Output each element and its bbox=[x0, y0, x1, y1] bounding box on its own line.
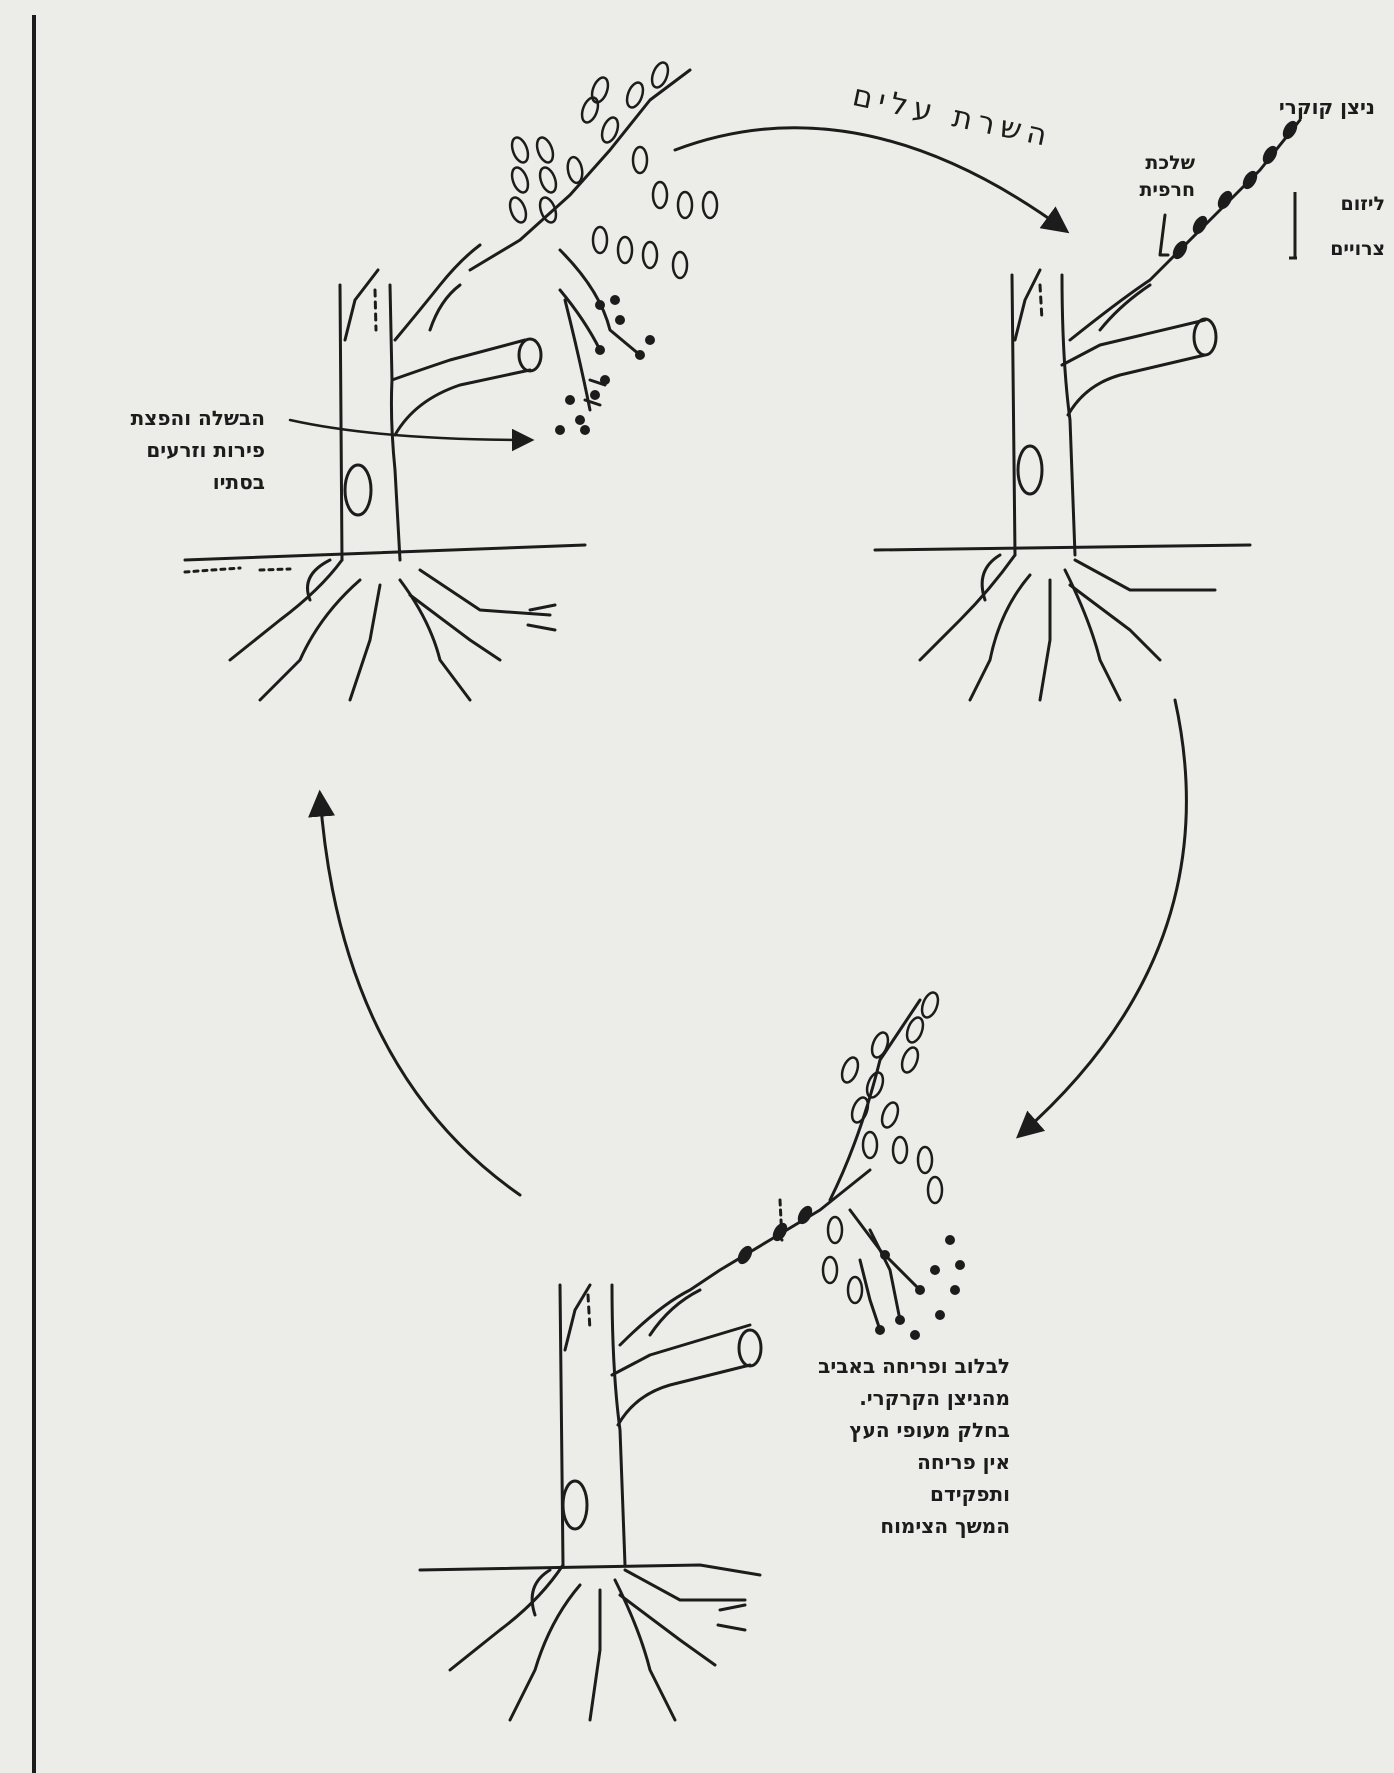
dormancy-bracket bbox=[1285, 190, 1305, 260]
dormancy-label-top: ליזום bbox=[1310, 190, 1385, 219]
cycle-arrows bbox=[320, 128, 1186, 1195]
dormancy-label-bottom: צרויים bbox=[1300, 235, 1385, 264]
autumn-fruit-label: הבשלה והפצת פירות וזרעים בסתיו bbox=[60, 402, 265, 498]
winter-leaf-drop-label: שלכת חרפית bbox=[1075, 150, 1195, 203]
arrow-winter-to-spring bbox=[1020, 700, 1186, 1135]
spring-flowering-label: לבלוב ופריחה באביב מהניצן הקרקרי. בחלק מ… bbox=[700, 1350, 1010, 1542]
root-bud-label: ניצן קוקרי bbox=[1225, 92, 1375, 122]
tree-autumn-fruiting bbox=[185, 60, 717, 700]
arrow-spring-to-fruiting bbox=[320, 795, 520, 1195]
tree-winter-dormant bbox=[875, 118, 1300, 700]
